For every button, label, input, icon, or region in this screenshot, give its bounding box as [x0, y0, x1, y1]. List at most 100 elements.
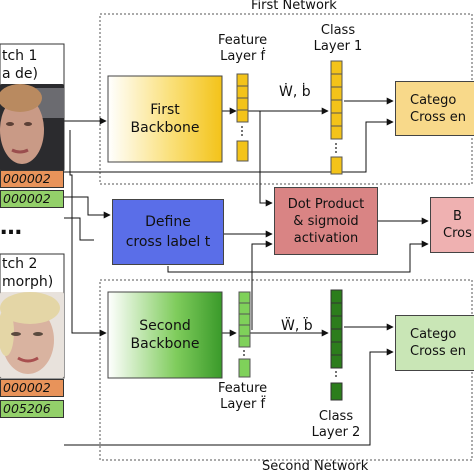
class2-cell	[330, 354, 343, 369]
feature1-dot	[241, 126, 243, 128]
bce-loss-box: B Cros	[430, 197, 474, 253]
feature-layer-1-label: Feature Layer ḟ	[218, 33, 267, 65]
class2-line2: Layer 2	[311, 425, 361, 440]
first-backbone-label: First Backbone	[108, 101, 222, 137]
feature2-cell	[238, 291, 251, 304]
loss1-line1: Catego	[410, 92, 457, 108]
batch-ellipsis: …	[0, 215, 22, 240]
first-backbone-box	[107, 75, 223, 163]
feature1-dot	[241, 134, 243, 136]
line-define-to-bce	[167, 240, 429, 273]
feature2-line1: Feature	[218, 381, 268, 396]
define-cross-label-box: Define cross label t	[112, 199, 224, 265]
batch2-face-image	[0, 292, 64, 378]
feature2-line2: Layer f̈	[220, 397, 266, 412]
batch1-face-image	[0, 84, 64, 170]
class1-cell	[330, 125, 343, 140]
face-photo-2	[0, 292, 64, 378]
class2-cell	[330, 302, 343, 317]
line-feature1-to-dot	[259, 111, 273, 207]
loss1-box: Catego Cross en	[395, 81, 474, 136]
class1-cell	[330, 99, 343, 114]
batch2-id-row-2: 005206	[0, 400, 64, 418]
feature1-cell	[236, 73, 249, 87]
line-feature2-to-dot	[251, 240, 273, 330]
feature1-cell	[236, 97, 249, 111]
batch1-id-row-2: 000002	[0, 190, 64, 208]
feature2-cell	[238, 313, 251, 326]
batch1-id-row-1: 000002	[0, 170, 64, 188]
first-network-title: First Network	[251, 0, 337, 13]
line-batch2-to-second-backbone	[69, 130, 107, 337]
batch2-id-row-1: 000002	[0, 379, 64, 397]
first-backbone-line2: Backbone	[130, 120, 200, 136]
class1-cell	[330, 156, 343, 175]
feature1-line1: Feature	[218, 33, 268, 48]
second-backbone-line1: Second	[139, 318, 191, 334]
feature2-cell	[238, 335, 251, 348]
class2-cell	[330, 382, 343, 401]
dot-line2: & sigmoid	[293, 213, 359, 229]
loss2-box: Catego Cross en	[395, 315, 474, 371]
feature1-cell	[236, 85, 249, 99]
feature1-cell	[236, 140, 249, 162]
class1-dot	[335, 147, 337, 149]
loss2-line2: Cross en	[410, 344, 467, 359]
feature2-cell	[238, 324, 251, 337]
class2-dot	[335, 375, 337, 377]
line-second-ids-to-loss2	[64, 348, 394, 446]
line-ids-to-define-top	[64, 196, 111, 219]
face-photo-1	[0, 84, 64, 170]
class2-cell	[330, 341, 343, 356]
class1-line1: Class	[320, 23, 356, 38]
class2-line1: Class	[318, 409, 354, 424]
define-line1: Define	[145, 214, 191, 230]
loss1-line2: Cross en	[410, 109, 467, 125]
feature2-cell	[238, 358, 251, 378]
class-layer-2-label: Class Layer 2	[306, 409, 366, 441]
feature2-dot	[243, 354, 245, 356]
feature2-cell	[238, 302, 251, 315]
line-first-ids-to-loss1	[64, 118, 394, 173]
second-backbone-box	[107, 291, 223, 379]
bce-line1: B	[453, 209, 462, 224]
class1-cell	[330, 112, 343, 127]
dot-line3: activation	[293, 230, 359, 246]
class1-line2: Layer 1	[313, 39, 363, 54]
weights-1-label: Ẇ, ḃ	[279, 84, 311, 100]
class2-cell	[330, 328, 343, 343]
class1-dot	[335, 143, 337, 145]
feature1-cell	[236, 109, 249, 123]
define-line2: cross label t	[125, 234, 211, 250]
bce-line2: Cros	[443, 226, 472, 241]
class-layer-1-label: Class Layer 1	[308, 23, 368, 55]
batch1-subtitle: a de)	[2, 66, 38, 82]
dot-line1: Dot Product	[287, 196, 365, 212]
dot-product-box: Dot Product & sigmoid activation	[274, 187, 378, 255]
weights-2-label: Ẅ, b̈	[281, 318, 313, 334]
feature2-dot	[243, 350, 245, 352]
batch2-panel	[0, 253, 65, 379]
class-layer-2	[330, 289, 343, 401]
class2-dot	[335, 371, 337, 373]
class-layer-1	[330, 60, 343, 175]
second-backbone-line2: Backbone	[130, 336, 200, 352]
line-ids-to-define-bottom	[64, 217, 94, 241]
class2-cell	[330, 315, 343, 330]
feature-layer-1	[236, 73, 249, 162]
first-backbone-line1: First	[150, 102, 180, 118]
batch2-subtitle: morph)	[2, 274, 54, 290]
feature1-dot	[241, 130, 243, 132]
class1-cell	[330, 73, 343, 88]
class1-cell	[330, 60, 343, 75]
second-network-title: Second Network	[262, 459, 369, 474]
feature1-line2: Layer ḟ	[220, 49, 266, 64]
second-backbone-label: Second Backbone	[108, 317, 222, 353]
class2-cell	[330, 289, 343, 304]
batch1-title: tch 1	[2, 48, 38, 64]
feature-layer-2	[238, 291, 251, 378]
feature-layer-2-label: Feature Layer f̈	[218, 381, 267, 413]
class1-dot	[335, 151, 337, 153]
class1-cell	[330, 86, 343, 101]
